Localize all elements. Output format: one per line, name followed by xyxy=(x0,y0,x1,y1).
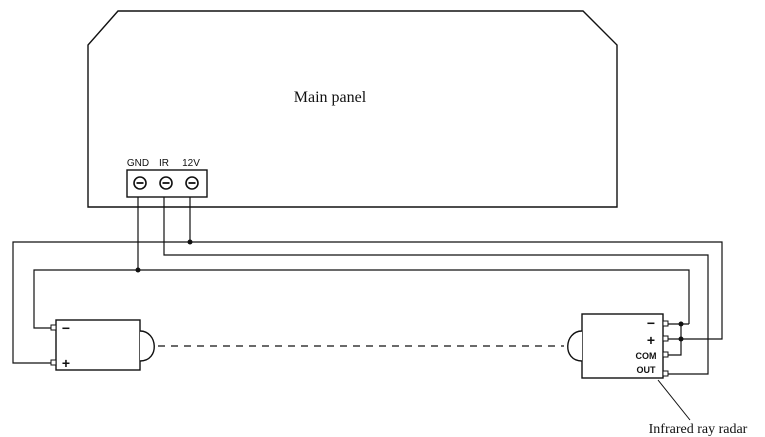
terminal-screw-ir-icon xyxy=(159,176,173,190)
junction-dot-12v xyxy=(187,239,193,245)
receiver-terminal-plus xyxy=(662,335,669,342)
receiver-plus-label: + xyxy=(647,332,655,348)
receiver-terminal-minus xyxy=(662,320,669,327)
transmitter-terminal-minus xyxy=(50,324,57,331)
receiver-lens-icon xyxy=(567,330,583,362)
junction-dot-gnd xyxy=(135,267,141,273)
receiver-out-label: OUT xyxy=(637,365,657,375)
receiver-terminal-out xyxy=(662,370,669,377)
terminal-block-body xyxy=(126,169,208,198)
transmitter-lens-icon xyxy=(139,330,155,362)
wiring xyxy=(12,197,723,375)
junction-dot-receiver-plus xyxy=(678,336,684,342)
receiver-unit: − + COM OUT xyxy=(567,313,669,379)
receiver-com-label: COM xyxy=(636,351,657,361)
terminal-screw-gnd-icon xyxy=(133,176,147,190)
terminal-label-ir: IR xyxy=(159,158,169,169)
wire-ir xyxy=(163,197,709,375)
wire-receiver-com-jumper xyxy=(666,338,682,356)
terminal-block: GND IR 12V xyxy=(126,158,208,198)
receiver-minus-label: − xyxy=(647,315,655,331)
terminal-screw-12v-icon xyxy=(185,176,199,190)
wire-12v-to-transmitter xyxy=(12,241,190,364)
callout-label: Infrared ray radar xyxy=(649,422,748,437)
callout-leader-line xyxy=(657,379,691,421)
transmitter-minus-label: − xyxy=(62,320,70,336)
terminal-label-12v: 12V xyxy=(182,158,200,169)
main-panel-label: Main panel xyxy=(294,89,367,106)
transmitter-unit: − + xyxy=(50,319,155,371)
transmitter-body xyxy=(55,319,141,371)
wire-gnd xyxy=(33,197,139,329)
transmitter-plus-label: + xyxy=(62,355,70,371)
wire-12v xyxy=(189,197,723,340)
wire-gnd-to-receiver xyxy=(138,269,690,324)
junction-dot-receiver-minus xyxy=(678,321,684,327)
receiver-terminal-com xyxy=(662,351,669,358)
terminal-label-gnd: GND xyxy=(127,158,149,169)
main-panel-outline xyxy=(87,10,618,208)
transmitter-terminal-plus xyxy=(50,359,57,366)
